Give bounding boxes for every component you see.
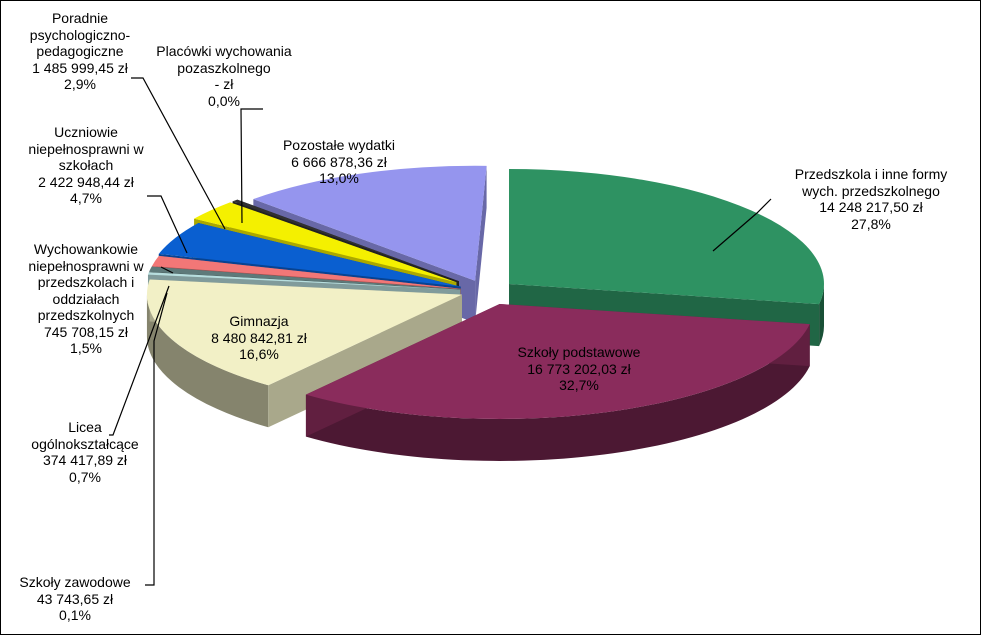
pie-slice-top	[508, 168, 824, 305]
leader-line-4	[160, 266, 174, 274]
slice-label-placowki: Placówki wychowania pozaszkolnego - zł 0…	[156, 43, 292, 109]
pie-slice-top	[194, 202, 457, 283]
slice-label-uczniowie: Uczniowie niepełnosprawni w szkołach 2 4…	[28, 124, 144, 206]
pie-slice-top	[158, 222, 461, 287]
pie-slice-wall	[146, 294, 269, 428]
slice-label-licea: Licea ogólnokształcące 374 417,89 zł 0,7…	[31, 419, 139, 485]
pie-slice-top	[151, 255, 461, 289]
leader-line-6	[145, 292, 168, 586]
pie-slice-1	[305, 303, 810, 461]
slice-label-poradnie: Poradnie psychologiczno- pedagogiczne 1 …	[29, 10, 131, 92]
slice-label-szkoly-zawodowe: Szkoły zawodowe 43 743,65 zł 0,1%	[19, 574, 131, 623]
slice-label-gimnazja: Gimnazja 8 480 842,81 zł 16,6%	[211, 313, 307, 362]
slice-label-przedszkola: Przedszkola i inne formy wych. przedszko…	[794, 166, 948, 232]
pie-slice-top	[232, 199, 459, 282]
pie-slice-top	[305, 303, 810, 419]
slice-label-szkoly-podstawowe: Szkoły podstawowe 16 773 202,03 zł 32,7%	[517, 344, 641, 393]
leader-line-5	[109, 285, 170, 436]
pie-slice-top	[146, 279, 462, 386]
leader-line-0	[712, 198, 772, 252]
pie-slice-top	[147, 272, 461, 290]
pie-slice-wall	[305, 324, 810, 461]
slice-label-pozostale: Pozostałe wydatki 6 666 878,36 zł 13,0%	[282, 137, 396, 186]
pie-slice-side	[475, 165, 487, 323]
slice-label-wychowankowie: Wychowankowie niepełnosprawni w przedszk…	[28, 241, 144, 356]
leader-line-2	[131, 77, 226, 230]
pie-slice-top	[149, 266, 461, 290]
pie-slice-top	[253, 165, 487, 281]
leader-line-3	[147, 195, 188, 254]
leader-line-1	[240, 108, 263, 224]
pie-slice-wall	[819, 283, 824, 347]
